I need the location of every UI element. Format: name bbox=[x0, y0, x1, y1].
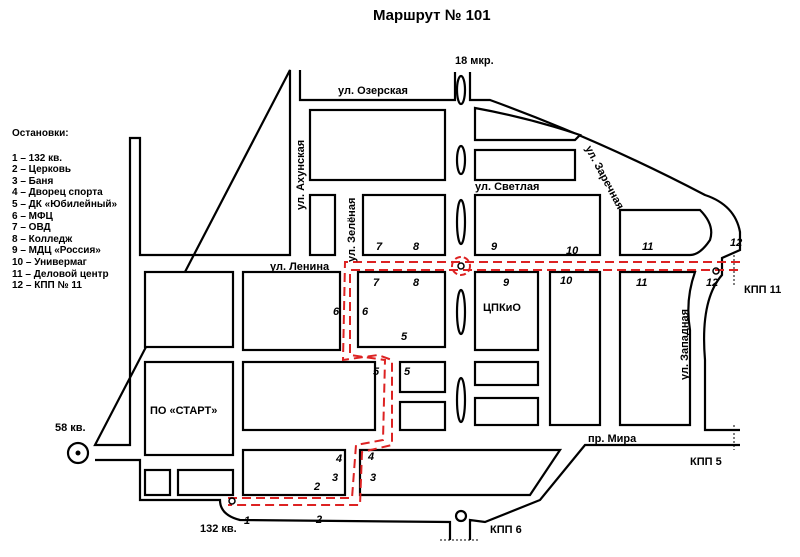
roundabout-58kv bbox=[66, 441, 90, 465]
route-roundabout bbox=[451, 256, 471, 276]
checkpoint-kpp6: КПП 6 bbox=[490, 524, 522, 536]
street-ozerskaya: ул. Озерская bbox=[338, 85, 408, 97]
place-58kv: 58 кв. bbox=[55, 422, 86, 434]
legend-item: 2 – Церковь bbox=[12, 164, 72, 176]
stop-11: 11 bbox=[642, 241, 653, 253]
checkpoint-kpp11: КПП 11 bbox=[744, 284, 781, 296]
place-start: ПО «СТАРТ» bbox=[150, 405, 217, 417]
stops-legend: Остановки: 1 – 132 кв. 2 – Церковь 3 – Б… bbox=[12, 128, 117, 292]
checkpoint-kpp5: КПП 5 bbox=[690, 456, 722, 468]
stop-12: 12 bbox=[706, 277, 718, 289]
legend-item: 9 – МДЦ «Россия» bbox=[12, 245, 101, 257]
stop-8: 8 bbox=[413, 241, 420, 253]
terminal-132kv bbox=[228, 497, 236, 505]
street-zelenaya: ул. Зелёная bbox=[346, 198, 358, 262]
stop-numbers: 1 2 2 3 3 4 4 5 5 5 6 6 7 7 8 8 9 9 10 1… bbox=[244, 237, 742, 527]
legend-item: 4 – Дворец спорта bbox=[12, 187, 103, 199]
legend-item: 10 – Универмаг bbox=[12, 256, 87, 268]
roundabout-center bbox=[75, 450, 81, 456]
stop-7: 7 bbox=[376, 241, 383, 253]
stop-9: 9 bbox=[503, 277, 510, 289]
legend-item: 1 – 132 кв. bbox=[12, 152, 63, 164]
stop-9: 9 bbox=[491, 241, 498, 253]
terminal-kpp11 bbox=[712, 267, 720, 275]
stop-7: 7 bbox=[373, 277, 380, 289]
stop-4: 4 bbox=[335, 453, 342, 465]
stop-4: 4 bbox=[367, 451, 374, 463]
stop-3: 3 bbox=[370, 472, 376, 484]
street-akhunskaya: ул. Ахунская bbox=[295, 140, 307, 210]
stop-2: 2 bbox=[313, 481, 320, 493]
street-svetlaya: ул. Светлая bbox=[475, 181, 539, 193]
legend-item: 6 – МФЦ bbox=[12, 210, 53, 222]
stop-5: 5 bbox=[404, 366, 411, 378]
route-line-return bbox=[228, 261, 740, 506]
stop-10: 10 bbox=[566, 245, 579, 257]
stop-6: 6 bbox=[333, 306, 340, 318]
place-132kv: 132 кв. bbox=[200, 523, 237, 535]
legend-heading: Остановки: bbox=[12, 128, 69, 139]
street-zapadnaya: ул. Западная bbox=[679, 309, 691, 380]
street-mira: пр. Мира bbox=[588, 433, 637, 445]
legend-item: 12 – КПП № 11 bbox=[12, 280, 82, 292]
roundabout-center bbox=[457, 262, 465, 270]
legend-item: 11 – Деловой центр bbox=[12, 268, 109, 280]
legend-item: 7 – ОВД bbox=[12, 222, 51, 234]
map-title: Маршрут № 101 bbox=[373, 7, 491, 24]
stop-3: 3 bbox=[332, 472, 338, 484]
street-lenina: ул. Ленина bbox=[270, 261, 330, 273]
road-outline bbox=[93, 69, 742, 540]
stop-5: 5 bbox=[373, 366, 380, 378]
stop-11: 11 bbox=[636, 277, 647, 289]
legend-item: 8 – Колледж bbox=[12, 233, 73, 245]
stop-8: 8 bbox=[413, 277, 420, 289]
stop-12: 12 bbox=[730, 237, 742, 249]
stop-2: 2 bbox=[315, 514, 322, 526]
stop-5: 5 bbox=[401, 331, 408, 343]
place-cpkio: ЦПКиО bbox=[483, 302, 521, 314]
stop-1: 1 bbox=[244, 515, 250, 527]
place-18mkr: 18 мкр. bbox=[455, 55, 494, 67]
legend-item: 3 – Баня bbox=[12, 175, 54, 187]
city-blocks bbox=[143, 74, 713, 523]
legend-item: 5 – ДК «Юбилейный» bbox=[12, 198, 118, 210]
stop-10: 10 bbox=[560, 275, 573, 287]
stop-6: 6 bbox=[362, 306, 369, 318]
route-line-outbound bbox=[228, 269, 740, 499]
